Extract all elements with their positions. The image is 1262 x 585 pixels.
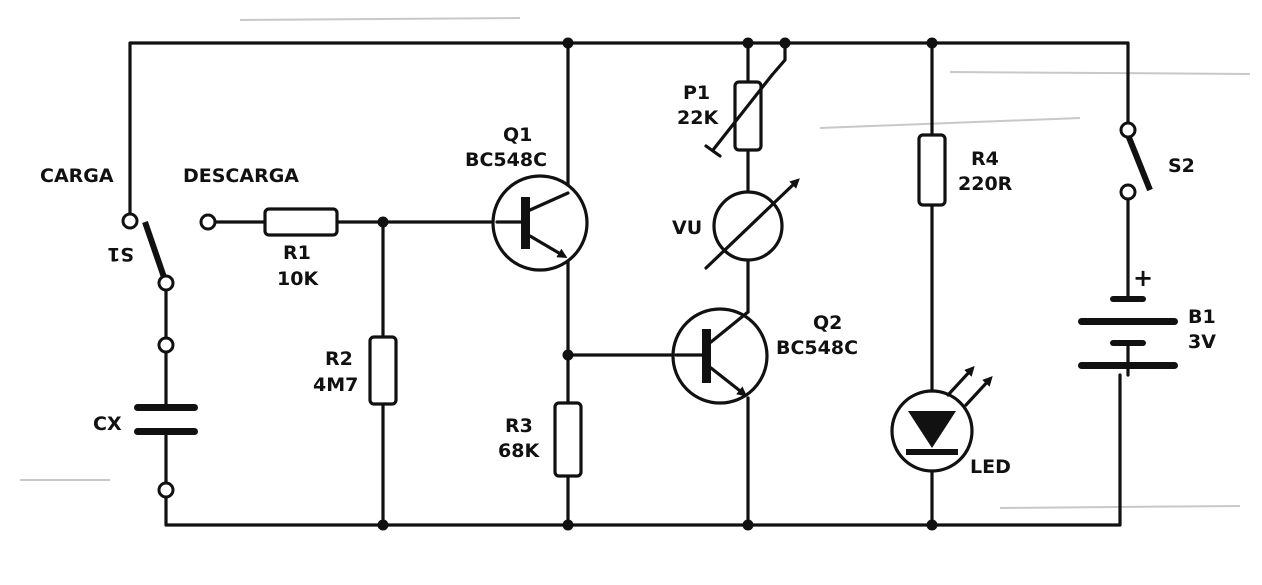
junction-dot (562, 519, 574, 531)
labels: CARGA DESCARGA S1 CX R1 10K R2 4M7 R3 68… (40, 82, 1216, 478)
terminal-carga (121, 212, 139, 230)
junction-dot (562, 349, 574, 361)
label-led: LED (970, 456, 1011, 478)
label-carga: CARGA (40, 165, 114, 187)
terminal (1119, 121, 1137, 139)
label-r1-name: R1 (283, 242, 311, 264)
vu-meter (704, 178, 800, 270)
terminal (157, 481, 175, 499)
terminal (157, 274, 175, 292)
resistor-r1 (263, 207, 339, 237)
junction-dot (742, 37, 754, 49)
label-q1-type: BC548C (465, 149, 547, 171)
potentiometer-p1 (704, 73, 774, 158)
label-r3-value: 68K (498, 440, 540, 462)
label-r3-name: R3 (505, 415, 533, 437)
label-b1-value: 3V (1188, 331, 1216, 353)
label-q1-name: Q1 (503, 124, 532, 146)
switch-s2 (1119, 121, 1153, 201)
label-r4-name: R4 (971, 148, 999, 170)
terminal-descarga (199, 213, 217, 231)
led-diode (890, 366, 993, 473)
label-p1-name: P1 (683, 82, 710, 104)
transistor-q1 (491, 174, 589, 272)
label-r2-name: R2 (325, 348, 353, 370)
junction-dot (779, 37, 791, 49)
transistor-q2 (671, 307, 769, 405)
battery-b1 (1078, 296, 1178, 369)
label-b1-polarity: + (1133, 264, 1153, 292)
switch-s1 (121, 212, 217, 499)
label-s2: S2 (1168, 155, 1195, 177)
terminal (1119, 183, 1137, 201)
junction-dot (926, 519, 938, 531)
label-vu: VU (672, 217, 702, 239)
label-p1-value: 22K (677, 107, 719, 129)
terminal (157, 336, 175, 354)
junction-dot (742, 519, 754, 531)
label-q2-name: Q2 (813, 312, 842, 334)
wires (128, 41, 1130, 527)
label-cx: CX (93, 413, 122, 435)
label-r4-value: 220R (958, 173, 1013, 195)
junction-dot (562, 37, 574, 49)
label-b1-name: B1 (1188, 306, 1216, 328)
resistor-r3 (553, 401, 583, 478)
junction-dot (926, 37, 938, 49)
capacitor-cx (134, 404, 198, 435)
resistor-r2 (368, 335, 398, 406)
junction-dot (377, 519, 389, 531)
label-s1: S1 (107, 243, 134, 265)
resistor-r4 (917, 133, 947, 207)
label-descarga: DESCARGA (183, 165, 299, 187)
label-r2-value: 4M7 (313, 374, 358, 396)
junction-dots (377, 37, 938, 531)
label-q2-type: BC548C (776, 337, 858, 359)
junction-dot (377, 216, 389, 228)
label-r1-value: 10K (277, 268, 319, 290)
background-texture (20, 17, 1251, 509)
